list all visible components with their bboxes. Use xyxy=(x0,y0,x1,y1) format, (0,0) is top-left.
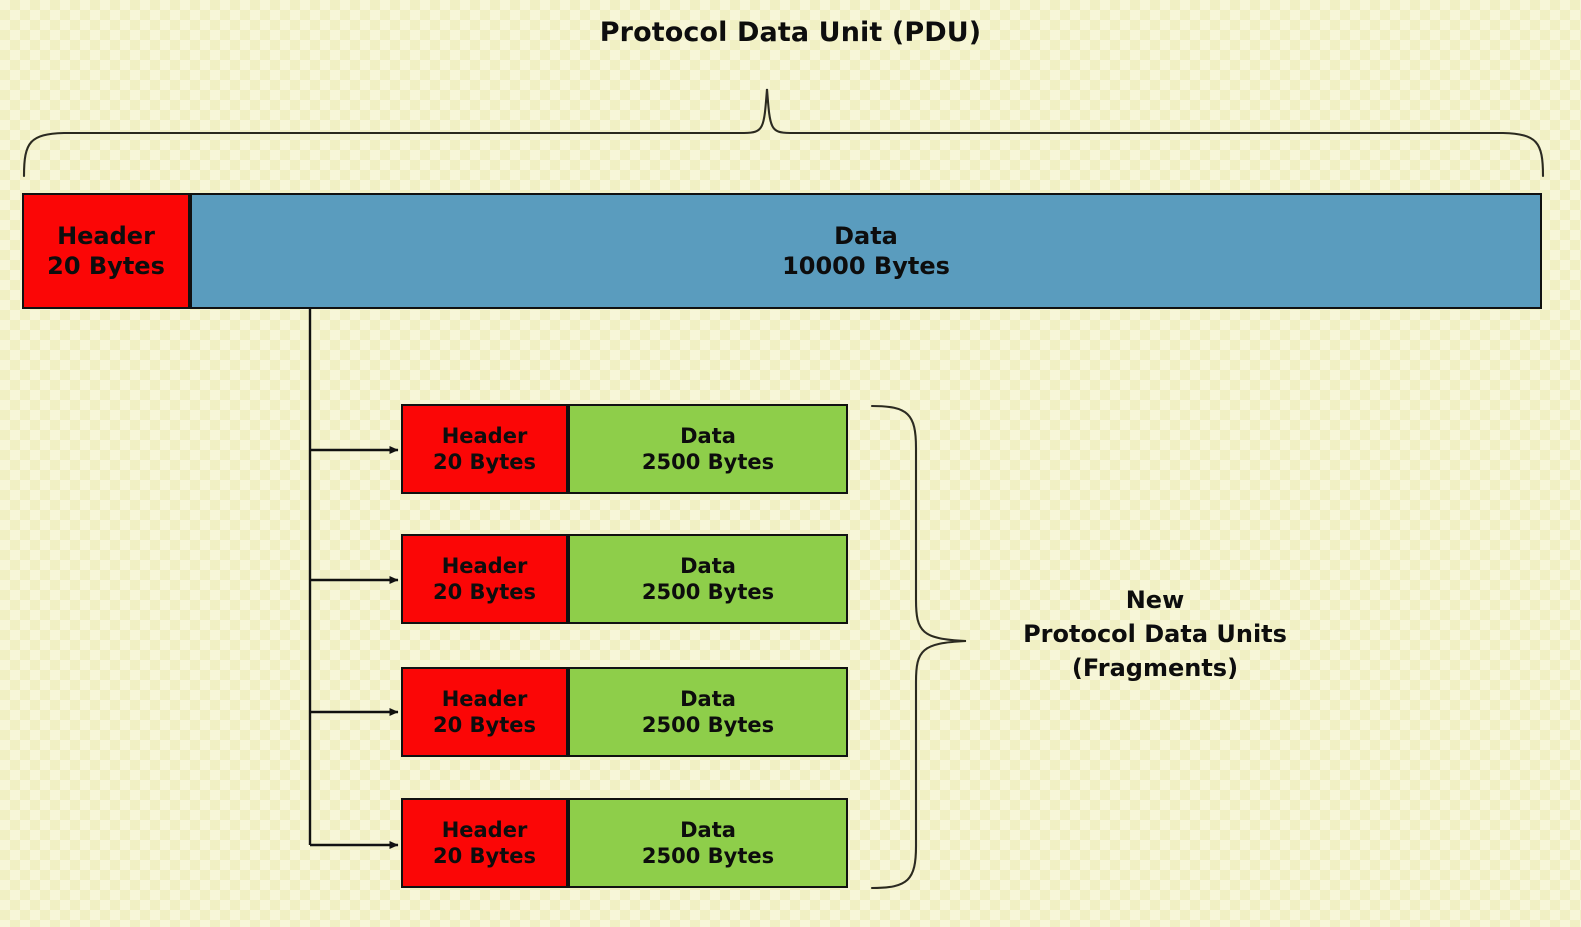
fragment-data-size: 2500 Bytes xyxy=(641,580,775,604)
fragment-pdu: Header 20 Bytes Data 2500 Bytes xyxy=(401,798,848,888)
fragments-caption-line-2: Protocol Data Units xyxy=(1023,620,1287,649)
fragment-header-size: 20 Bytes xyxy=(432,844,536,868)
fragment-pdu: Header 20 Bytes Data 2500 Bytes xyxy=(401,534,848,624)
pdu-bar: Header 20 Bytes Data 10000 Bytes xyxy=(22,193,1542,309)
fragment-data-size: 2500 Bytes xyxy=(641,450,775,474)
fragment-data-segment: Data 2500 Bytes xyxy=(568,534,848,624)
fragments-caption-line-3: (Fragments) xyxy=(1071,654,1239,683)
fragment-pdu: Header 20 Bytes Data 2500 Bytes xyxy=(401,667,848,757)
fragment-data-label: Data xyxy=(680,423,736,448)
pdu-header-segment: Header 20 Bytes xyxy=(22,193,190,309)
fragment-data-size: 2500 Bytes xyxy=(641,844,775,868)
fragment-header-segment: Header 20 Bytes xyxy=(401,534,568,624)
page-title: Protocol Data Unit (PDU) xyxy=(599,17,982,48)
fragment-header-segment: Header 20 Bytes xyxy=(401,798,568,888)
fragment-header-segment: Header 20 Bytes xyxy=(401,667,568,757)
fragments-brace xyxy=(870,404,967,890)
fragment-header-label: Header xyxy=(441,423,528,448)
pdu-data-label: Data xyxy=(834,222,898,250)
fragment-data-segment: Data 2500 Bytes xyxy=(568,404,848,494)
fragment-pdu: Header 20 Bytes Data 2500 Bytes xyxy=(401,404,848,494)
fragment-header-size: 20 Bytes xyxy=(432,713,536,737)
pdu-header-label: Header xyxy=(57,222,155,250)
fragment-data-label: Data xyxy=(680,553,736,578)
fragment-header-label: Header xyxy=(441,817,528,842)
fragment-data-segment: Data 2500 Bytes xyxy=(568,798,848,888)
fragment-data-label: Data xyxy=(680,817,736,842)
fragment-header-label: Header xyxy=(441,553,528,578)
top-brace xyxy=(22,88,1545,178)
fragment-data-segment: Data 2500 Bytes xyxy=(568,667,848,757)
fragments-caption-line-1: New xyxy=(1125,586,1185,614)
fragment-header-segment: Header 20 Bytes xyxy=(401,404,568,494)
pdu-header-size: 20 Bytes xyxy=(47,252,165,280)
fragment-header-size: 20 Bytes xyxy=(432,450,536,474)
fragment-header-label: Header xyxy=(441,686,528,711)
fragment-data-size: 2500 Bytes xyxy=(641,713,775,737)
fragment-header-size: 20 Bytes xyxy=(432,580,536,604)
fragment-data-label: Data xyxy=(680,686,736,711)
fragments-caption: New Protocol Data Units (Fragments) xyxy=(1000,583,1310,685)
pdu-data-segment: Data 10000 Bytes xyxy=(190,193,1542,309)
pdu-data-size: 10000 Bytes xyxy=(782,252,950,280)
